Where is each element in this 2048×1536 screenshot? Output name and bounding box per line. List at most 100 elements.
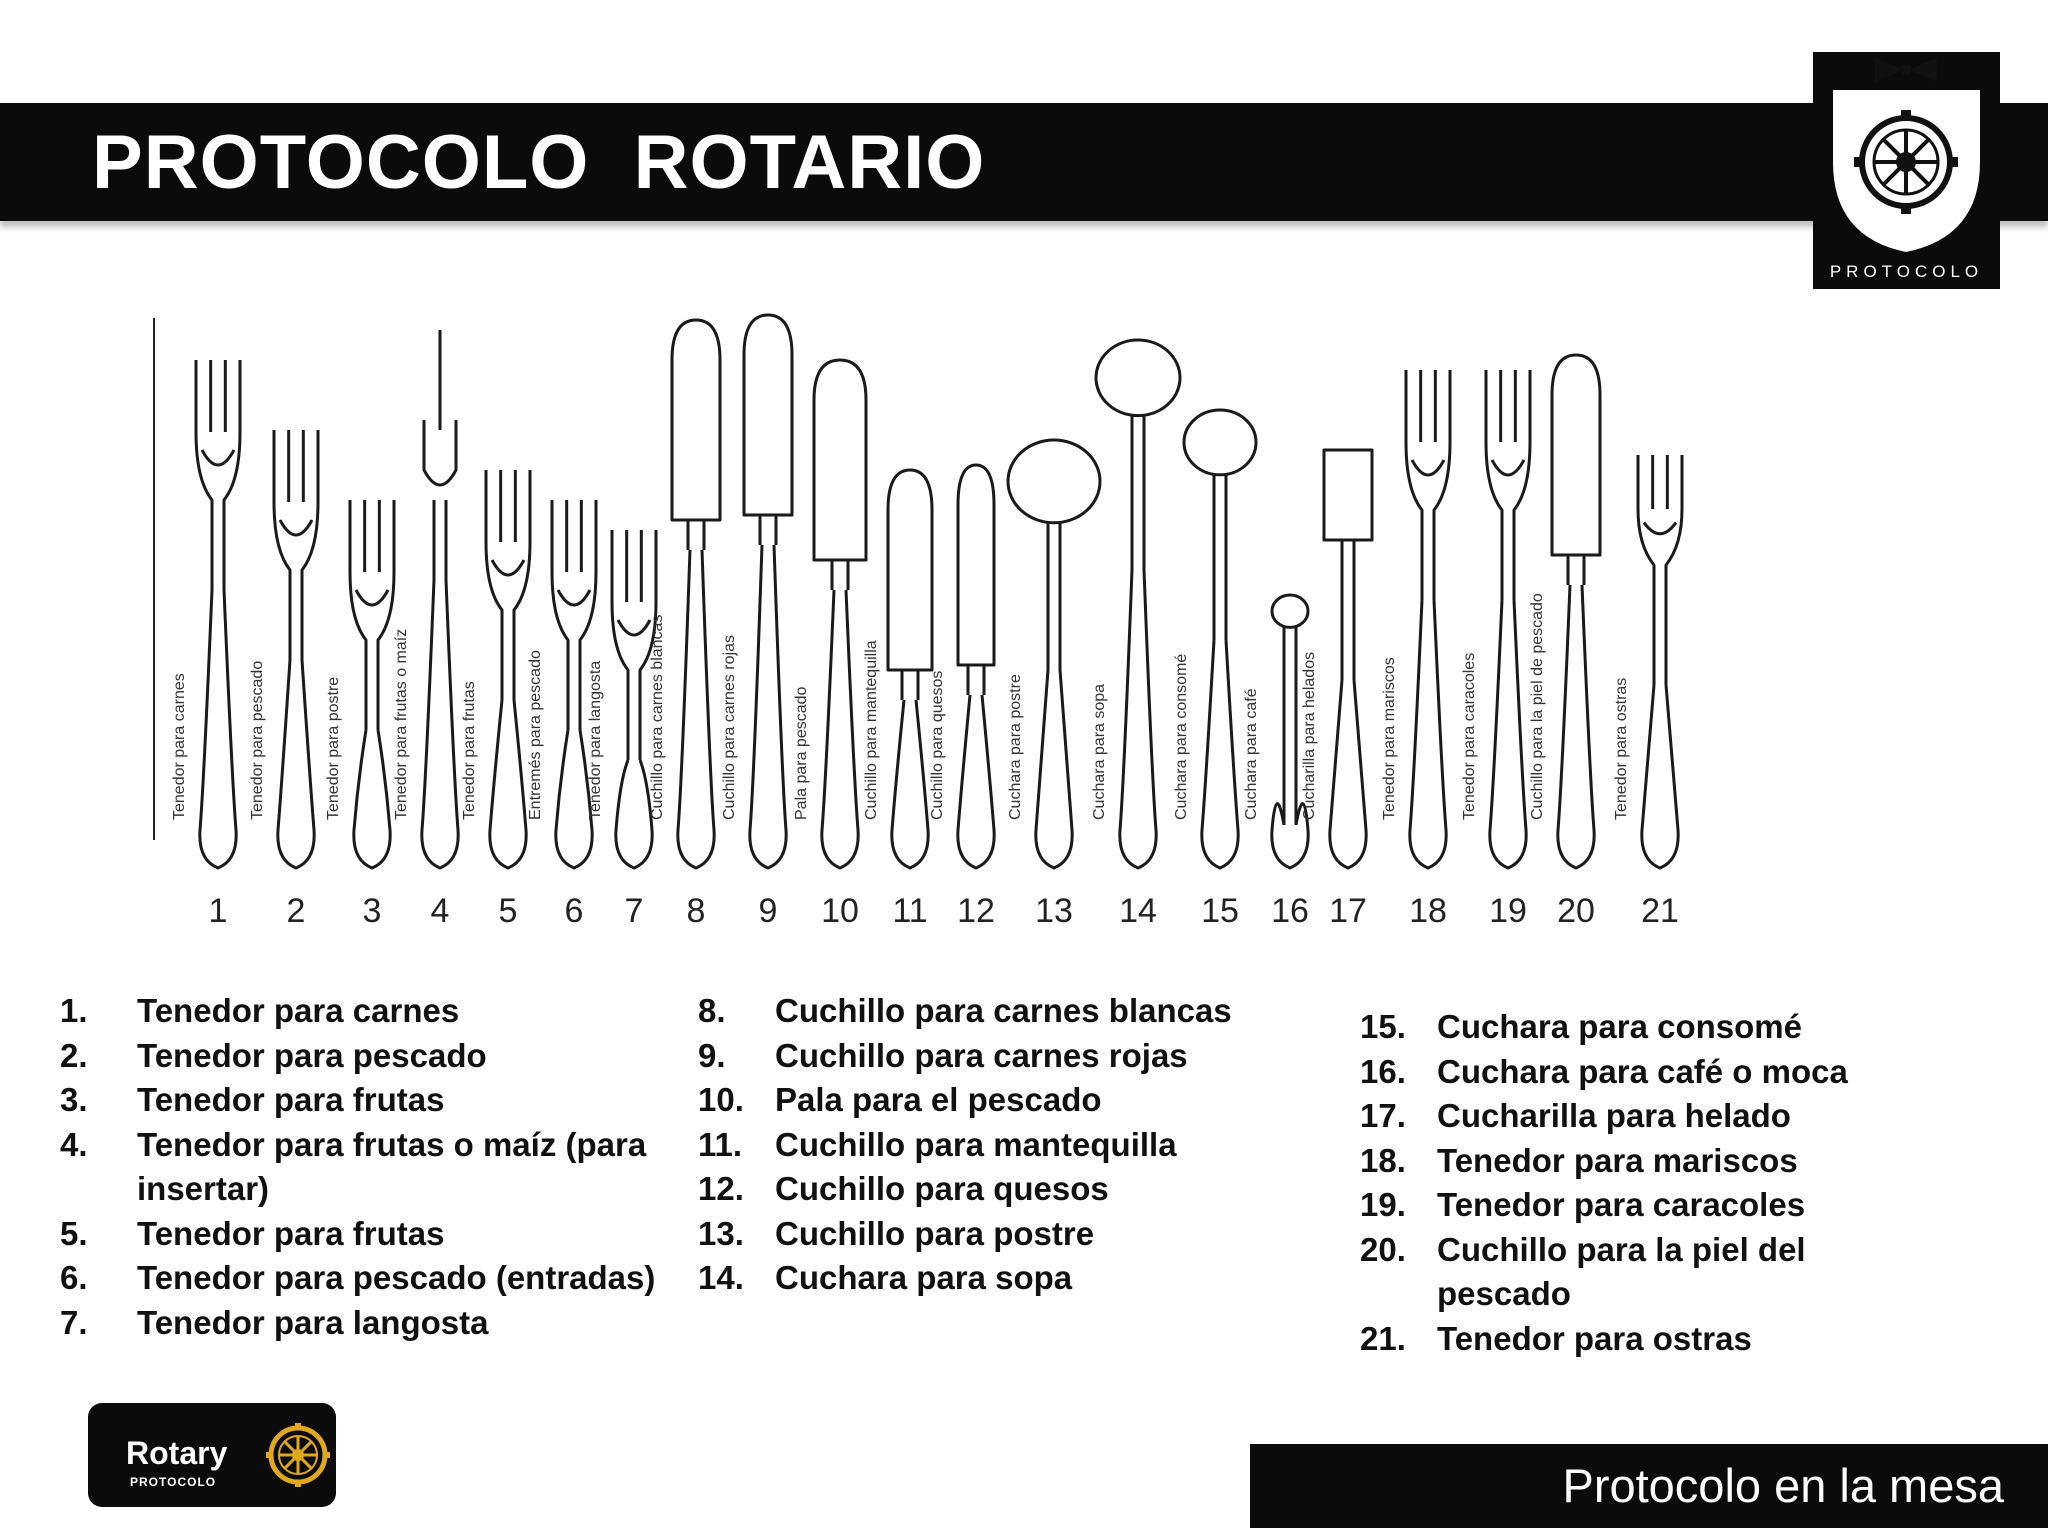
- utensil-label: Entremés para pescado: [527, 650, 544, 820]
- list-item-text: Cuchara para sopa: [775, 1259, 1073, 1296]
- utensil-number: 19: [1489, 892, 1527, 930]
- list-item: 21. Tenedor para ostras: [1360, 1317, 1920, 1362]
- list-item-number: 14.: [698, 1259, 744, 1296]
- utensil-number: 13: [1035, 892, 1073, 930]
- list-item-number: 18.: [1360, 1141, 1406, 1179]
- utensil-7-drawing: [610, 530, 658, 870]
- utensil-label: Cuchara para postre: [1007, 674, 1024, 820]
- utensil-label: Cuchillo para carnes rojas: [721, 635, 738, 820]
- list-item-number: 16.: [1360, 1052, 1406, 1090]
- list-item: 15.Cuchara para consomé: [1360, 1005, 1920, 1050]
- utensil-number: 18: [1409, 892, 1447, 930]
- rotary-wordmark: Rotary: [126, 1435, 228, 1471]
- utensil-label: Tenedor para carnes: [171, 673, 188, 820]
- utensil-number: 12: [957, 892, 995, 930]
- utensil-6-drawing: [550, 500, 598, 870]
- utensil-label: Tenedor para mariscos: [1381, 657, 1398, 820]
- list-item-text: Cuchara para consomé: [1437, 1008, 1802, 1045]
- utensil-number: 10: [821, 892, 859, 930]
- utensil-number: 7: [625, 892, 644, 930]
- utensil-label: Cucharilla para helados: [1301, 652, 1318, 820]
- utensil-4-drawing: [420, 330, 460, 870]
- list-item-text: Cuchillo para quesos: [775, 1170, 1109, 1207]
- utensil-11-drawing: [886, 468, 934, 870]
- list-item: 11.Cuchillo para mantequilla: [698, 1123, 1258, 1168]
- list-item: 18. Tenedor para mariscos: [1360, 1139, 1920, 1184]
- list-item-number: 13.: [698, 1214, 744, 1252]
- list-item-text: Tenedor para frutas o maíz (para inserta…: [137, 1125, 647, 1208]
- list-item: 17.Cucharilla para helado: [1360, 1094, 1920, 1139]
- utensil-label: Tenedor para frutas: [461, 681, 478, 820]
- utensil-17-drawing: [1322, 448, 1374, 870]
- list-item: 5. Tenedor para frutas: [60, 1212, 660, 1257]
- list-item: 12.Cuchillo para quesos: [698, 1167, 1258, 1212]
- cutlery-illustration: Tenedor para carnes Tenedor para pescado T…: [153, 313, 1684, 930]
- list-item-text: Cuchillo para la piel del pescado: [1437, 1230, 1806, 1313]
- list-item-number: 6.: [60, 1259, 88, 1296]
- list-item: 19.Tenedor para caracoles: [1360, 1183, 1920, 1228]
- utensil-label: Tenedor para pescado: [249, 661, 266, 820]
- list-item-text: Tenedor para mariscos: [1437, 1141, 1798, 1179]
- utensil-8-drawing: [670, 318, 722, 870]
- utensil-label: Cuchillo para carnes blancas: [649, 615, 666, 820]
- list-item-text: Tenedor para pescado: [137, 1036, 487, 1074]
- utensil-label: Cuchillo para mantequilla: [863, 640, 880, 820]
- footer-bar: Protocolo en la mesa: [1250, 1444, 2048, 1528]
- list-item: 7.Tenedor para langosta: [60, 1301, 660, 1346]
- utensil-1-drawing: [194, 360, 242, 870]
- rotary-subtitle: PROTOCOLO: [130, 1475, 217, 1489]
- list-item-number: 7.: [60, 1303, 88, 1341]
- utensil-label: Cuchara para café: [1243, 688, 1260, 820]
- utensil-3-drawing: [348, 500, 396, 870]
- utensil-20-drawing: [1550, 353, 1602, 870]
- utensil-label: Cuchara para sopa: [1091, 684, 1108, 820]
- utensil-number: 5: [499, 892, 518, 930]
- protocolo-logo: [1813, 52, 2000, 289]
- utensil-number: 2: [287, 892, 306, 930]
- utensil-number: 15: [1201, 892, 1239, 930]
- utensil-number: 11: [892, 892, 927, 930]
- utensil-label: Tenedor para ostras: [1613, 678, 1630, 820]
- list-item-text: Pala para el pescado: [775, 1081, 1102, 1118]
- list-item: 13.Cuchillo para postre: [698, 1212, 1258, 1257]
- list-item-text: Tenedor para frutas: [137, 1214, 445, 1252]
- list-item-text: Cuchillo para carnes blancas: [775, 992, 1232, 1029]
- utensil-label: Tenedor para frutas o maíz: [393, 629, 410, 820]
- list-item-text: Tenedor para caracoles: [1437, 1186, 1806, 1223]
- list-item: 6. Tenedor para pescado (entradas): [60, 1256, 660, 1301]
- list-item-number: 4.: [60, 1125, 88, 1163]
- utensil-label: Tenedor para langosta: [587, 661, 604, 820]
- list-item: 14. Cuchara para sopa: [698, 1256, 1258, 1301]
- logo-caption: PROTOCOLO: [1829, 262, 1984, 281]
- utensil-number: 16: [1271, 892, 1309, 930]
- list-item-number: 10.: [698, 1081, 744, 1118]
- page-title: PROTOCOLO ROTARIO: [92, 120, 986, 205]
- utensil-number: 14: [1119, 892, 1157, 930]
- utensil-14-drawing: [1094, 338, 1182, 870]
- list-item-text: Tenedor para ostras: [1437, 1319, 1752, 1357]
- utensil-number: 8: [687, 892, 706, 930]
- list-item: 4. Tenedor para frutas o maíz (para inser…: [60, 1123, 660, 1212]
- list-item-text: Tenedor para pescado (entradas): [137, 1259, 656, 1296]
- utensil-number: 1: [209, 892, 228, 930]
- utensil-label: Tenedor para postre: [325, 677, 342, 820]
- list-item-number: 2.: [60, 1036, 88, 1074]
- list-item-number: 21.: [1360, 1319, 1406, 1357]
- utensil-21-drawing: [1636, 455, 1684, 870]
- list-item: 8.Cuchillo para carnes blancas: [698, 989, 1258, 1034]
- list-item-text: Tenedor para frutas: [137, 1081, 445, 1118]
- list-item-text: Cuchillo para mantequilla: [775, 1125, 1177, 1163]
- utensil-label: Tenedor para caracoles: [1461, 653, 1478, 820]
- utensil-label: Pala para pescado: [793, 686, 810, 820]
- list-item-number: 5.: [60, 1214, 88, 1252]
- list-item-number: 17.: [1360, 1097, 1406, 1134]
- utensil-label: Cuchillo para quesos: [929, 671, 946, 820]
- list-item: 10. Pala para el pescado: [698, 1078, 1258, 1123]
- rotary-wheel-bowtie-logo-icon: [1833, 58, 1980, 252]
- utensil-5-drawing: [484, 470, 532, 870]
- utensil-18-drawing: [1404, 370, 1452, 870]
- utensil-number: 9: [759, 892, 778, 930]
- utensil-number: 21: [1641, 892, 1679, 930]
- list-item-number: 20.: [1360, 1230, 1406, 1268]
